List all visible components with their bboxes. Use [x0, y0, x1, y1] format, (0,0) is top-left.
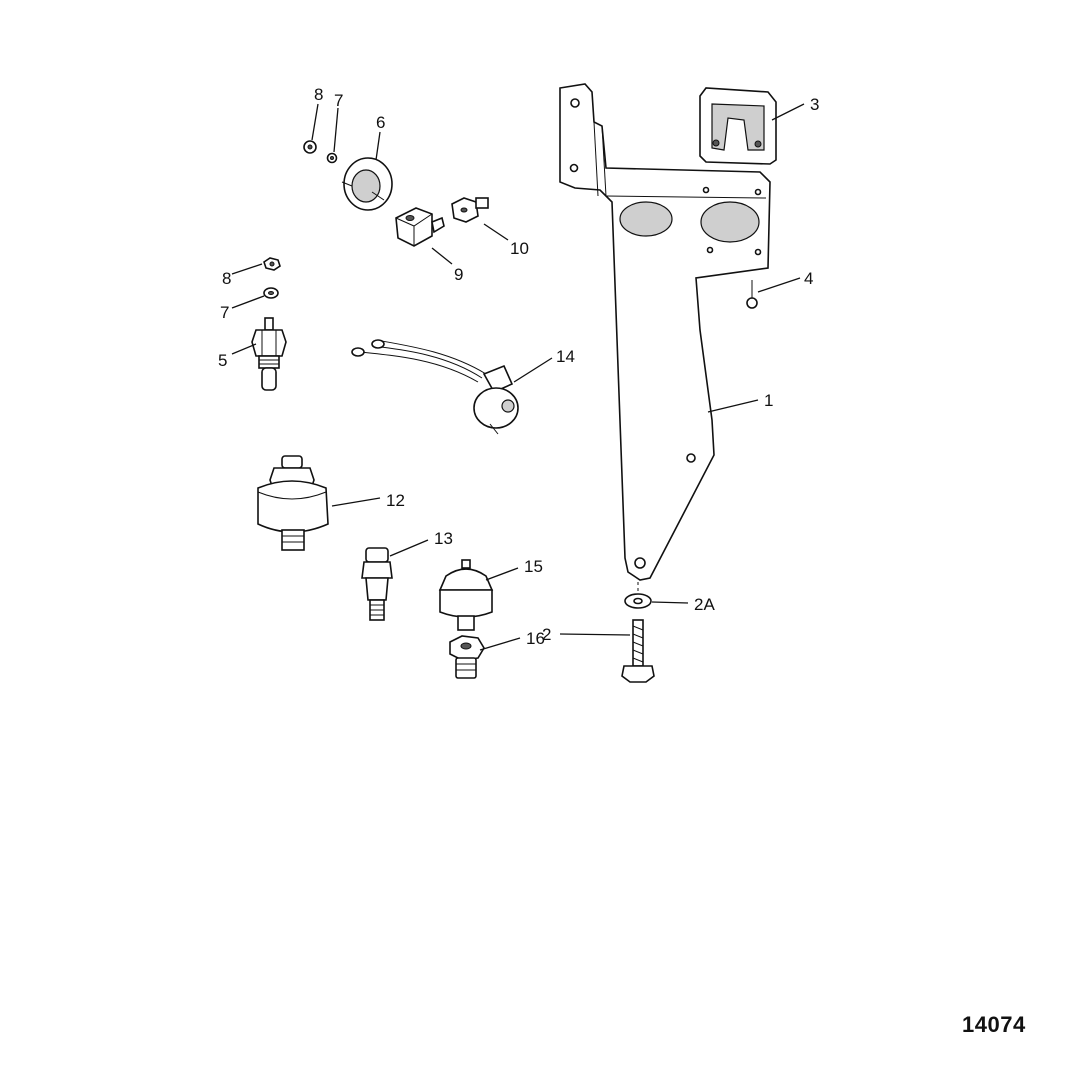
callout-8-lower: 8 — [222, 269, 231, 288]
part-7-washer-upper — [326, 152, 338, 164]
part-6-sender — [341, 157, 393, 211]
callout-13: 13 — [434, 529, 453, 548]
callout-14: 14 — [556, 347, 575, 366]
part-8-nut-lower — [263, 257, 281, 271]
callout-1: 1 — [764, 391, 773, 410]
callout-4: 4 — [804, 269, 813, 288]
callout-2a: 2A — [694, 595, 715, 614]
callout-6: 6 — [376, 113, 385, 132]
callout-7-upper: 7 — [334, 91, 343, 110]
part-14-harness — [351, 339, 519, 435]
part-12-switch — [257, 455, 329, 551]
part-13-sender — [361, 547, 393, 621]
part-7-washer-lower — [263, 287, 279, 299]
part-3-clip — [699, 87, 777, 165]
part-2-bolt — [621, 619, 655, 683]
leader-lines — [231, 103, 805, 651]
part-16-fitting — [449, 635, 485, 679]
part-10-adapter — [451, 197, 489, 223]
part-15-switch — [438, 559, 494, 631]
part-4-screw — [746, 280, 758, 309]
part-1-bracket — [559, 83, 771, 581]
callout-2: 2 — [542, 625, 551, 644]
callout-15: 15 — [524, 557, 543, 576]
figure-number: 14074 — [962, 1012, 1026, 1037]
part-2a-washer — [624, 593, 652, 609]
part-8-nut-upper — [303, 140, 317, 154]
callout-labels: 1 2 2A 3 4 5 6 7 8 9 10 8 7 12 13 14 15 … — [218, 85, 819, 648]
callout-9: 9 — [454, 265, 463, 284]
callout-10: 10 — [510, 239, 529, 258]
callout-12: 12 — [386, 491, 405, 510]
callout-8-upper: 8 — [314, 85, 323, 104]
callout-7-lower: 7 — [220, 303, 229, 322]
callout-16: 16 — [526, 629, 545, 648]
callout-5: 5 — [218, 351, 227, 370]
callout-3: 3 — [810, 95, 819, 114]
part-5-switch — [251, 317, 287, 391]
part-9-elbow — [395, 207, 445, 247]
